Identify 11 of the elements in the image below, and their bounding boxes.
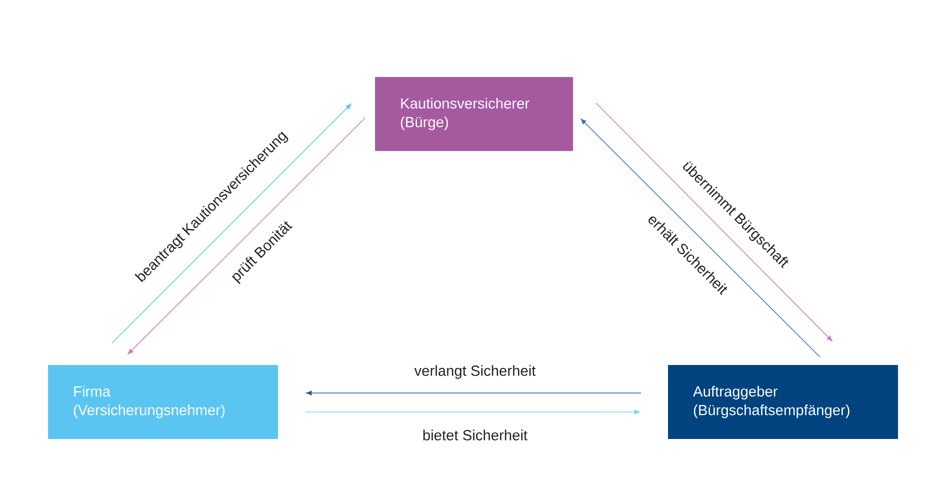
arrow	[580, 118, 820, 358]
arrow	[128, 118, 366, 354]
process-box: Kautionsversicherer (Bürge)	[375, 77, 573, 151]
arrow	[112, 104, 352, 344]
arrow	[304, 410, 640, 414]
process-box: Auftraggeber (Bürgschaftsempfänger)	[668, 365, 898, 439]
arrow	[596, 102, 832, 342]
edge-label: verlangt Sicherheit	[412, 364, 538, 380]
process-box: Firma (Versicherungsnehmer)	[48, 365, 278, 439]
edge-label: bietet Sicherheit	[421, 428, 529, 442]
arrow	[306, 390, 642, 396]
